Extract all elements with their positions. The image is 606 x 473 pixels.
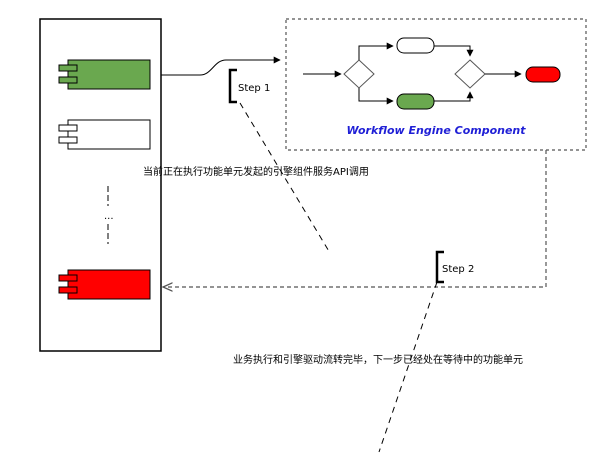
- step2-bracket: [435, 250, 444, 284]
- step1-annotation-leader: [239, 102, 331, 254]
- join-gateway[interactable]: [454, 59, 486, 89]
- step2-return-edge: [163, 150, 547, 287]
- step1-call-edge: [161, 56, 281, 76]
- split-gateway[interactable]: [343, 59, 375, 89]
- engine-boundary: [285, 18, 587, 151]
- ellipsis-text: ...: [104, 211, 114, 222]
- step2-label: Step 2: [442, 264, 474, 275]
- join-edge-bottom: [434, 91, 474, 102]
- waiting-function-unit[interactable]: [58, 269, 151, 300]
- step1-bracket: [228, 68, 237, 104]
- split-edge-bottom: [358, 88, 394, 105]
- idle-function-unit[interactable]: [58, 119, 151, 150]
- task-top[interactable]: [396, 37, 435, 54]
- call-note: 当前正在执行功能单元发起的引擎组件服务API调用: [143, 165, 369, 178]
- engine-title: Workflow Engine Component: [346, 124, 526, 137]
- unit-container: [39, 18, 162, 352]
- task-bottom-active[interactable]: [396, 93, 435, 110]
- step1-label: Step 1: [238, 83, 270, 94]
- join-edge-top: [434, 45, 474, 57]
- active-function-unit[interactable]: [58, 59, 151, 90]
- done-note: 业务执行和引擎驱动流转完毕，下一步已经处在等待中的功能单元: [233, 353, 523, 366]
- split-edge-top: [358, 42, 394, 60]
- step2-annotation-leader: [378, 281, 438, 453]
- end-event[interactable]: [525, 66, 561, 83]
